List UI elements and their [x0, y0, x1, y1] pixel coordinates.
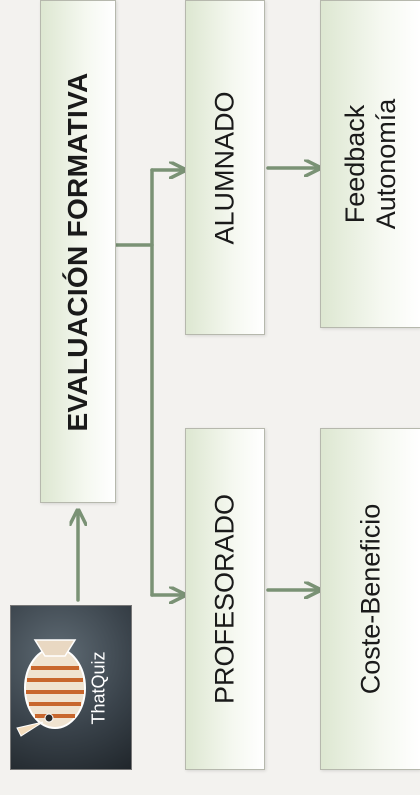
branch-box-alumnado: ALUMNADO — [185, 0, 265, 335]
branch-box-profesorado: PROFESORADO — [185, 428, 265, 770]
root-label: EVALUACIÓN FORMATIVA — [62, 71, 93, 432]
branch-label-profesorado: PROFESORADO — [209, 493, 240, 705]
outcome-line-autonomia: Autonomía — [370, 98, 401, 230]
logo-text: ThatQuiz — [88, 651, 109, 725]
outcome-line-feedback: Feedback — [339, 104, 370, 224]
outcome-label-coste-beneficio: Coste-Beneficio — [355, 503, 385, 695]
outcome-box-coste-beneficio: Coste-Beneficio — [320, 428, 420, 770]
outcome-box-feedback-autonomia: Feedback Autonomía — [320, 0, 420, 328]
thatquiz-logo: ThatQuiz — [10, 605, 132, 770]
branch-label-alumnado: ALUMNADO — [209, 90, 240, 245]
outcome-text-block: Feedback Autonomía — [340, 99, 402, 230]
fish-logo-icon — [16, 639, 86, 737]
root-box: EVALUACIÓN FORMATIVA — [40, 0, 116, 503]
